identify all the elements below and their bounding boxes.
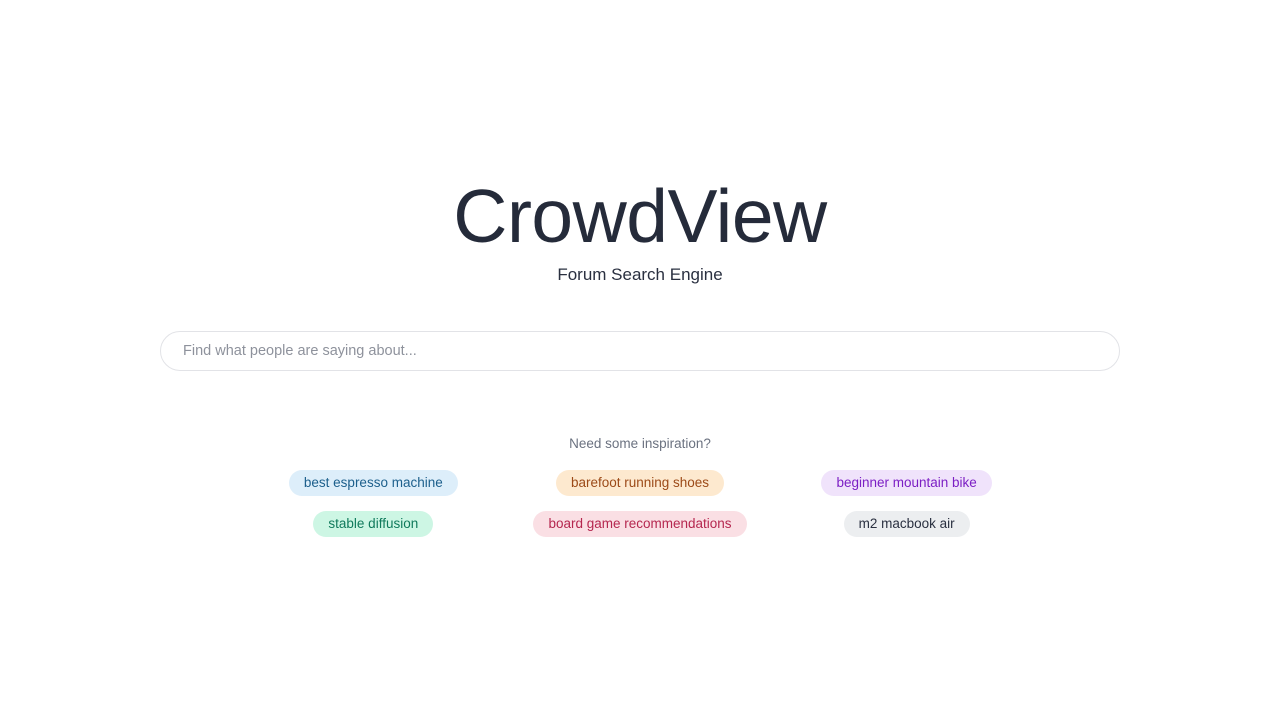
suggestion-chip[interactable]: stable diffusion [313,511,434,537]
suggestion-chip[interactable]: beginner mountain bike [821,470,992,496]
suggestion-chip[interactable]: best espresso machine [288,470,458,496]
suggestion-chip[interactable]: board game recommendations [533,511,747,537]
suggestion-chip[interactable]: barefoot running shoes [555,470,725,496]
search-input[interactable] [160,331,1120,371]
page-title: CrowdView [453,174,827,258]
inspiration-label: Need some inspiration? [569,436,711,451]
search-bar [160,331,1120,371]
suggestion-chip-grid: best espresso machine barefoot running sh… [240,470,1040,552]
suggestion-chip[interactable]: m2 macbook air [843,511,970,537]
page-subtitle: Forum Search Engine [557,265,723,284]
